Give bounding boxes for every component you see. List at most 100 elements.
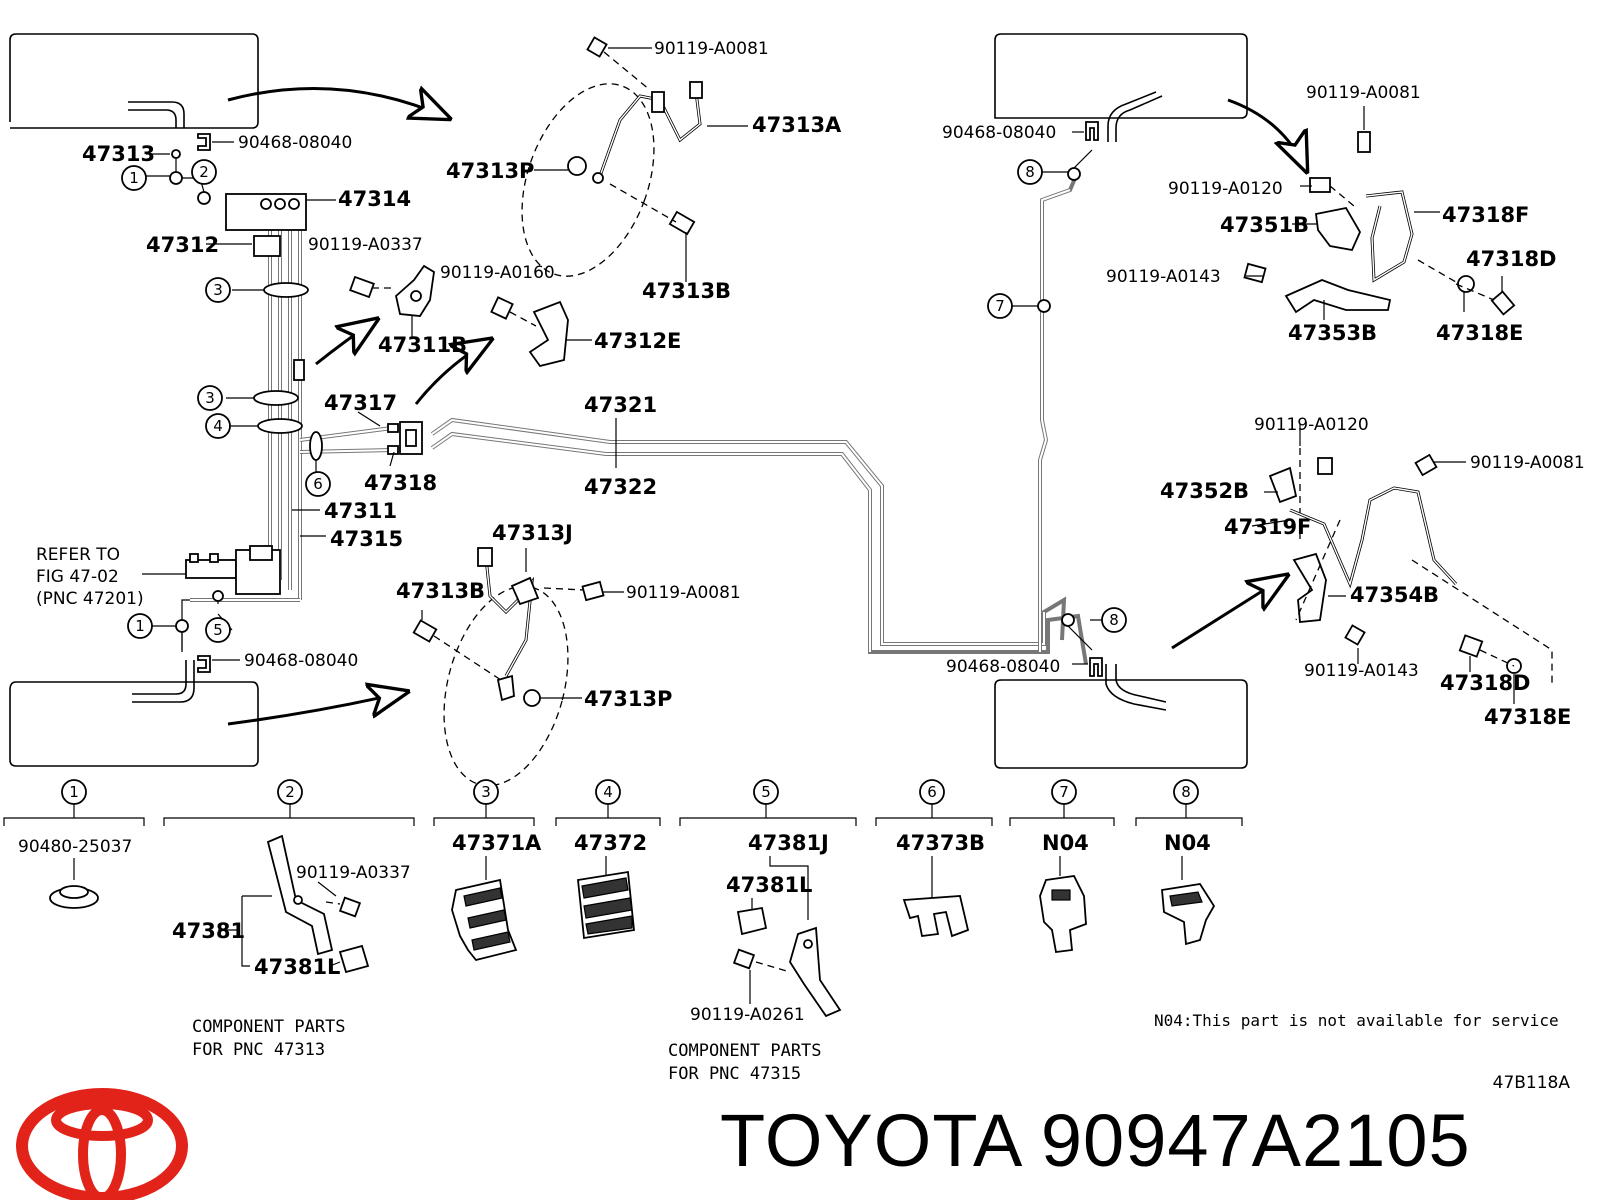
callout-1-top: 1 <box>121 165 147 191</box>
callout-3-upper: 3 <box>205 277 231 303</box>
svg-text:8: 8 <box>1181 783 1191 801</box>
label-47318: 47318 <box>364 471 437 495</box>
direction-arrows <box>227 88 1306 726</box>
front-left-hose-assembly <box>521 36 748 282</box>
vehicle-outline-rear-left <box>9 660 259 767</box>
clip-icons <box>197 121 1103 677</box>
label-47311: 47311 <box>324 499 397 523</box>
svg-text:47373B: 47373B <box>896 831 985 855</box>
part-labels: 47313 90468-08040 47314 47312 90119-A033… <box>36 39 1585 729</box>
label-47314: 47314 <box>338 187 411 211</box>
refer-line-2: FIG 47-02 <box>36 567 119 587</box>
svg-text:7: 7 <box>995 297 1005 315</box>
component-note-47315-line1: COMPONENT PARTS <box>668 1041 822 1061</box>
label-47318F: 47318F <box>1442 203 1529 227</box>
label-47313: 47313 <box>82 142 155 166</box>
label-90468-08040-b: 90468-08040 <box>244 651 358 671</box>
svg-text:4: 4 <box>213 417 223 435</box>
label-47313B-b: 47313B <box>396 579 485 603</box>
component-note-47313-line1: COMPONENT PARTS <box>192 1017 346 1037</box>
label-47312E: 47312E <box>594 329 681 353</box>
toyota-logo <box>16 1088 188 1200</box>
label-90119-A0337-b: 90119-A0337 <box>296 863 411 883</box>
svg-text:2: 2 <box>199 163 209 181</box>
callout-4: 4 <box>205 413 231 439</box>
legend-item-3: 3 47371A <box>433 779 542 962</box>
callout-6: 6 <box>305 471 331 497</box>
svg-text:6: 6 <box>313 475 323 493</box>
svg-text:6: 6 <box>927 783 937 801</box>
svg-text:90480-25037: 90480-25037 <box>18 837 132 857</box>
svg-text:5: 5 <box>761 783 771 801</box>
callout-8-top: 8 <box>1017 159 1043 185</box>
vehicle-outline-rear-right <box>994 664 1248 769</box>
label-90119-A0081-a: 90119-A0081 <box>654 39 769 59</box>
rear-right-hose-assembly <box>1251 424 1553 704</box>
notes: COMPONENT PARTS FOR PNC 47313 COMPONENT … <box>192 1011 1570 1093</box>
svg-text:N04: N04 <box>1164 831 1211 855</box>
figure-code: 47B118A <box>1493 1073 1571 1093</box>
rear-left-hose-assembly <box>412 547 624 787</box>
legend-item-1: 1 90480-25037 <box>3 779 145 909</box>
label-47321: 47321 <box>584 393 657 417</box>
svg-text:1: 1 <box>69 783 79 801</box>
refer-line-3: (PNC 47201) <box>36 589 144 609</box>
label-47318E-b: 47318E <box>1484 705 1571 729</box>
svg-text:3: 3 <box>213 281 223 299</box>
label-47381: 47381 <box>172 919 245 943</box>
label-90119-A0337-a: 90119-A0337 <box>308 235 423 255</box>
callout-5: 5 <box>205 617 231 643</box>
label-90119-A0120-a: 90119-A0120 <box>1168 179 1283 199</box>
clamp-bands <box>253 282 323 461</box>
vehicle-outline-front-left <box>9 33 259 129</box>
legend-item-7: 7 N04 <box>1009 779 1115 953</box>
svg-text:3: 3 <box>481 783 491 801</box>
label-90468-08040-d: 90468-08040 <box>946 657 1060 677</box>
component-note-47315-line2: FOR PNC 47315 <box>668 1064 801 1084</box>
callout-2-top: 2 <box>191 159 217 185</box>
vehicle-outline-front-right <box>994 33 1248 142</box>
svg-text:4: 4 <box>603 783 613 801</box>
label-47313B-a: 47313B <box>642 279 731 303</box>
product-title: TOYOTA 90947A2105 <box>720 1099 1471 1182</box>
svg-text:5: 5 <box>213 621 223 639</box>
label-47313P-a: 47313P <box>446 159 534 183</box>
svg-text:1: 1 <box>129 169 139 187</box>
label-47313J: 47313J <box>492 521 573 545</box>
refer-line-1: REFER TO <box>36 545 120 565</box>
label-47311B: 47311B <box>378 333 467 357</box>
label-90119-A0081-b: 90119-A0081 <box>626 583 741 603</box>
bracket-47312E <box>490 296 592 368</box>
bottom-legend: 1 90480-25037 2 90119-A0337 47381 47381L… <box>3 779 1243 1025</box>
label-47318E-a: 47318E <box>1436 321 1523 345</box>
label-47322: 47322 <box>584 475 657 499</box>
junction-block-47318 <box>387 421 423 455</box>
front-right-hose-assembly <box>1243 106 1516 320</box>
legend-item-6: 6 47373B <box>875 779 993 938</box>
svg-text:1: 1 <box>135 617 145 635</box>
label-47317: 47317 <box>324 391 397 415</box>
svg-text:3: 3 <box>205 389 215 407</box>
svg-text:47372: 47372 <box>574 831 647 855</box>
legend-item-4: 4 47372 <box>555 779 661 940</box>
callout-3-lower: 3 <box>197 385 223 411</box>
label-90119-A0143-a: 90119-A0143 <box>1106 267 1221 287</box>
label-90119-A0143-b: 90119-A0143 <box>1304 661 1419 681</box>
svg-text:2: 2 <box>285 783 295 801</box>
label-47351B: 47351B <box>1220 213 1309 237</box>
svg-text:47381J: 47381J <box>748 831 829 855</box>
abs-actuator <box>185 545 281 595</box>
label-47353B: 47353B <box>1288 321 1377 345</box>
legend-item-5: 5 47381J 47381L 90119-A0261 <box>679 779 857 1025</box>
label-47313P-b: 47313P <box>584 687 672 711</box>
label-47352B: 47352B <box>1160 479 1249 503</box>
label-47312: 47312 <box>146 233 219 257</box>
label-90119-A0081-c: 90119-A0081 <box>1306 83 1421 103</box>
legend-item-8: 8 N04 <box>1135 779 1243 946</box>
label-47354B: 47354B <box>1350 583 1439 607</box>
svg-text:7: 7 <box>1059 783 1069 801</box>
component-note-47313-line2: FOR PNC 47313 <box>192 1040 325 1060</box>
label-47315: 47315 <box>330 527 403 551</box>
label-90119-A0081-d: 90119-A0081 <box>1470 453 1585 473</box>
callout-7: 7 <box>987 293 1013 319</box>
